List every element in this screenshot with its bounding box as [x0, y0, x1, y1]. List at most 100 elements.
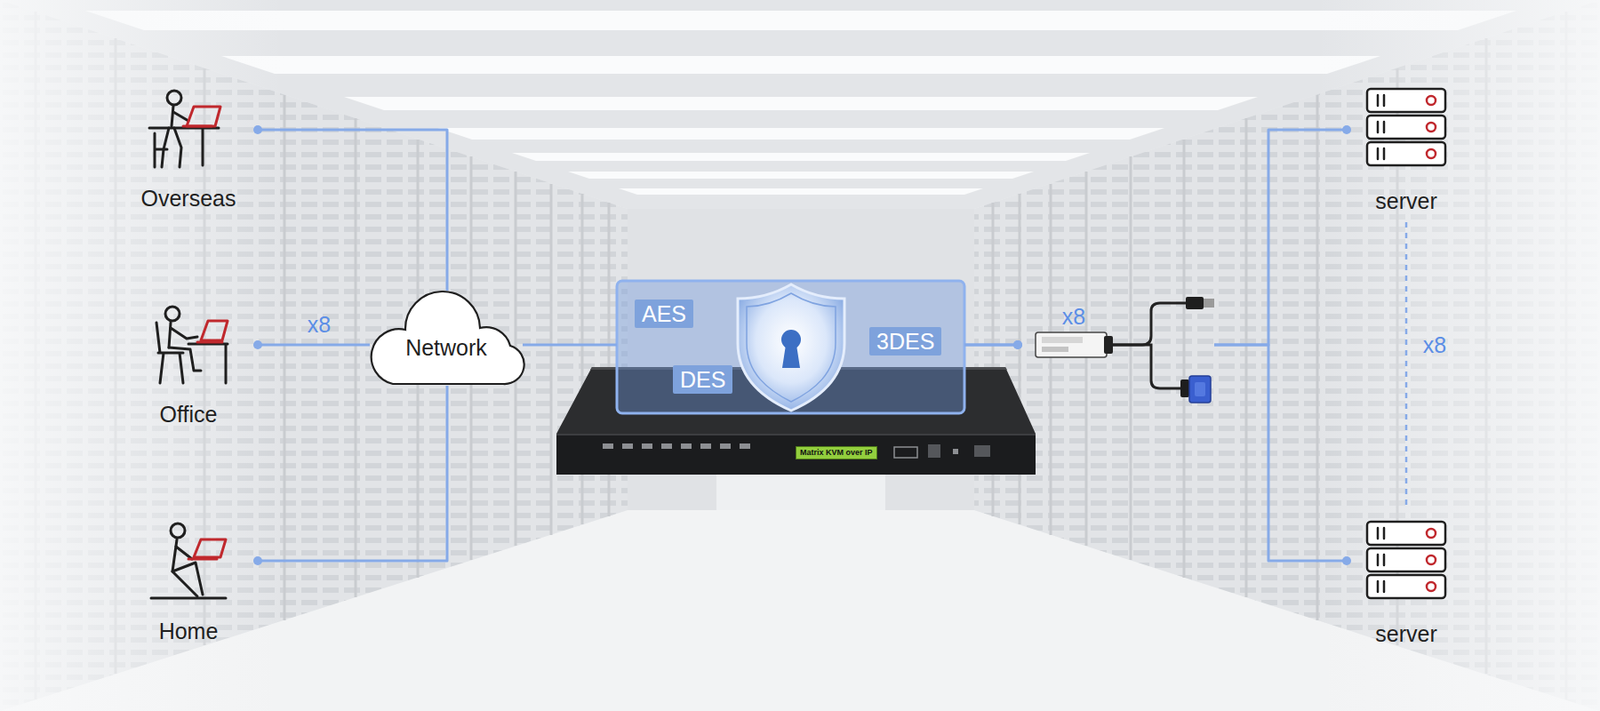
kvm-switch-body: [739, 443, 751, 449]
text-holder: server: [1365, 620, 1448, 648]
kvm-switch-body: [720, 443, 731, 449]
user-node: Office: [133, 300, 258, 428]
connector-dot: [1342, 125, 1352, 135]
person-icon: [151, 597, 226, 600]
user-node: Home: [133, 517, 258, 645]
text-holder: Office: [133, 400, 244, 428]
kvm-switch-body: [928, 444, 941, 458]
person-icon: [176, 546, 192, 560]
count-label: x8: [307, 311, 331, 338]
kvm-switch-body: [661, 443, 672, 449]
kvm-switch-body: [556, 433, 1036, 436]
connector-line: [522, 344, 617, 347]
connector-dot: [253, 340, 263, 350]
corridor-background: [1049, 184, 1053, 536]
corridor-background: [85, 10, 1517, 195]
node-label: Home: [133, 617, 244, 645]
connector-dot: [1013, 340, 1023, 350]
kvm-switch-body: [602, 443, 614, 449]
kvm-switch-body: [622, 443, 633, 449]
server-icon: [1377, 528, 1384, 592]
kvm-switch-body: [556, 433, 1036, 475]
kvm-switch-body: [894, 447, 918, 458]
text-holder: 3DES: [876, 327, 935, 356]
server-icon: [1426, 555, 1436, 565]
server-icon: [1377, 95, 1384, 160]
person-icon: [170, 328, 198, 339]
person-icon: [197, 320, 228, 343]
kvm-switch-body: [602, 443, 751, 449]
kvm-dongle: [1203, 298, 1215, 308]
text-holder: Network: [405, 334, 488, 361]
kvm-dongle: [1104, 336, 1113, 354]
kvm-switch-body: [641, 443, 653, 449]
person-icon: [149, 127, 219, 130]
text-holder: DES: [680, 365, 726, 394]
connector-dot: [253, 125, 263, 135]
person-icon: [188, 344, 228, 384]
corridor-background: [354, 118, 358, 598]
server-node: server: [1346, 87, 1448, 215]
corridor-background: [85, 10, 1517, 31]
kvm-dongle: [1111, 303, 1188, 389]
encryption-panel: [737, 284, 845, 411]
cipher-tag: DES: [672, 365, 733, 394]
connector-dot: [253, 556, 263, 566]
encryption-panel: [746, 293, 836, 402]
kvm-switch-body: [974, 445, 991, 457]
kvm-dongle: [1041, 346, 1069, 352]
server-icon: [1426, 528, 1436, 538]
node-label: server: [1365, 620, 1448, 648]
person-icon: [172, 539, 177, 572]
person-icon: [201, 128, 205, 166]
person-icon: [186, 106, 221, 127]
person-icon: [170, 523, 185, 538]
person-icon: [188, 539, 226, 560]
node-label: 3DES: [876, 327, 935, 356]
server-icon: [1426, 96, 1436, 105]
server-icon: [1426, 122, 1436, 132]
kvm-dongle: [1189, 376, 1211, 403]
connector-dot: [1013, 340, 1023, 350]
kvm-dongle: [1185, 296, 1204, 310]
kvm-dongle: [1035, 332, 1107, 358]
text-holder: Matrix KVM over IP: [795, 446, 878, 460]
kvm-switch-body: [952, 448, 959, 455]
encryption-panel: [782, 344, 800, 368]
person-icon: [156, 306, 228, 384]
kvm-dongle: [1041, 336, 1083, 344]
corridor-background: [512, 152, 1090, 161]
person-icon: [193, 539, 226, 558]
node-label: Office: [133, 400, 244, 428]
person-icon: [168, 347, 201, 371]
count-label: x8: [1423, 331, 1447, 359]
encryption-panel: [616, 280, 965, 414]
kvm-switch-body: [680, 443, 692, 449]
connector-line: [964, 344, 1347, 561]
corridor-background: [1315, 0, 1600, 711]
corridor-background: [1183, 139, 1186, 578]
person-icon: [197, 341, 223, 344]
user-node: Overseas: [133, 84, 258, 212]
node-label: Matrix KVM over IP: [795, 446, 878, 460]
kvm-switch-body: [700, 443, 712, 449]
person-icon: [188, 558, 217, 561]
server-icon: [1426, 149, 1436, 159]
person-icon: [200, 320, 228, 341]
person-icon: [161, 128, 182, 168]
kvm-dongle: [1194, 382, 1206, 397]
text-holder: Overseas: [133, 184, 244, 212]
person-icon: [183, 106, 221, 127]
corridor-background: [581, 193, 584, 525]
server-icon: [1367, 521, 1446, 599]
corridor-background: [1085, 171, 1088, 546]
kvm-dongle: [1180, 379, 1190, 398]
connector-dot: [1342, 556, 1352, 566]
corridor-background: [1129, 156, 1133, 560]
server-node: server: [1346, 520, 1448, 648]
corridor-background: [221, 56, 1381, 74]
